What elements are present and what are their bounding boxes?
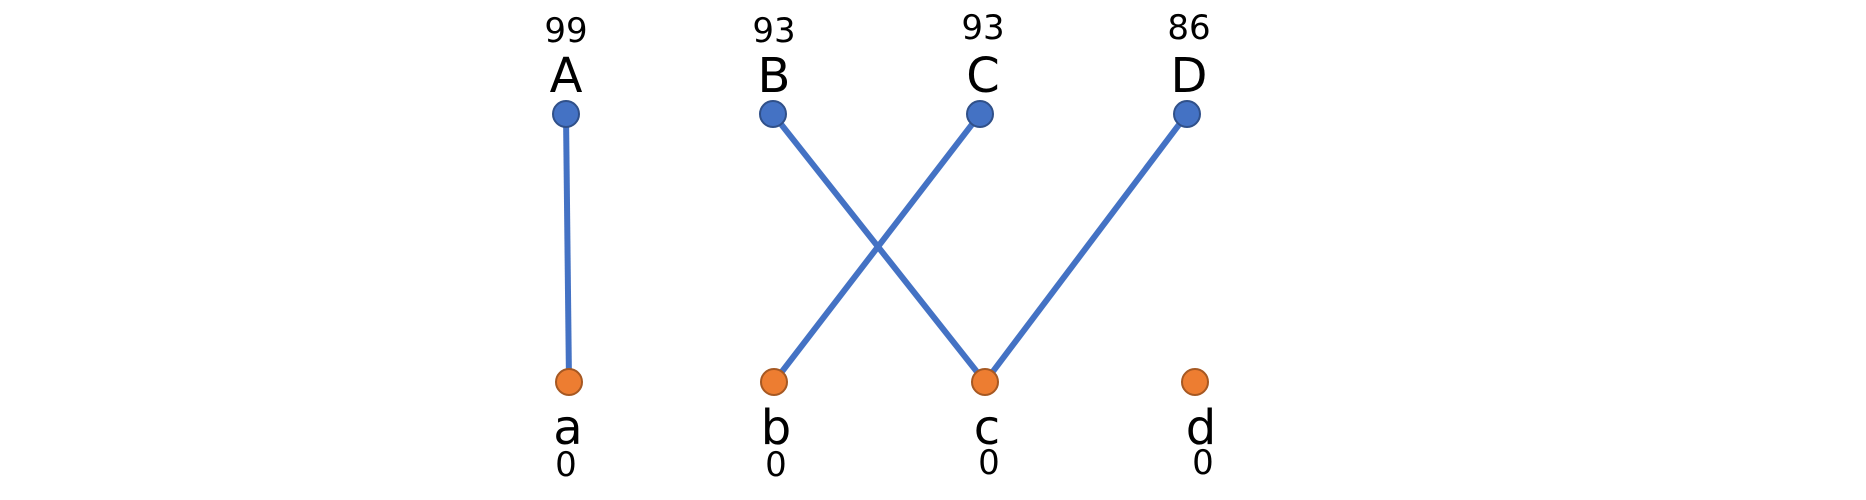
edges-layer [563,112,1190,384]
nodes-layer [552,100,1209,396]
node-A-weight: 99 [544,11,588,51]
node-B-weight: 93 [752,11,796,51]
node-a [555,368,583,396]
node-c-weight: 0 [978,443,1000,483]
node-a-label: a [553,400,583,456]
node-B [759,100,787,128]
node-A [552,100,580,128]
node-c-label: c [973,400,1001,456]
edge-D-c [982,112,1190,384]
node-C-weight: 93 [961,8,1005,48]
node-C [966,100,994,128]
node-C-label: C [966,48,1000,104]
node-d-weight: 0 [1192,443,1214,483]
node-a-weight: 0 [555,445,577,485]
node-d-label: d [1185,400,1217,456]
node-b [760,368,788,396]
node-b-label: b [760,400,792,456]
node-A-label: A [549,48,583,104]
node-D-label: D [1170,48,1208,104]
node-b-weight: 0 [765,445,787,485]
edge-C-b [771,112,983,384]
node-c [971,368,999,396]
edge-A-a [563,113,572,383]
node-D [1173,100,1201,128]
node-D-weight: 86 [1167,8,1211,48]
node-B-label: B [757,48,791,104]
node-d [1181,368,1209,396]
